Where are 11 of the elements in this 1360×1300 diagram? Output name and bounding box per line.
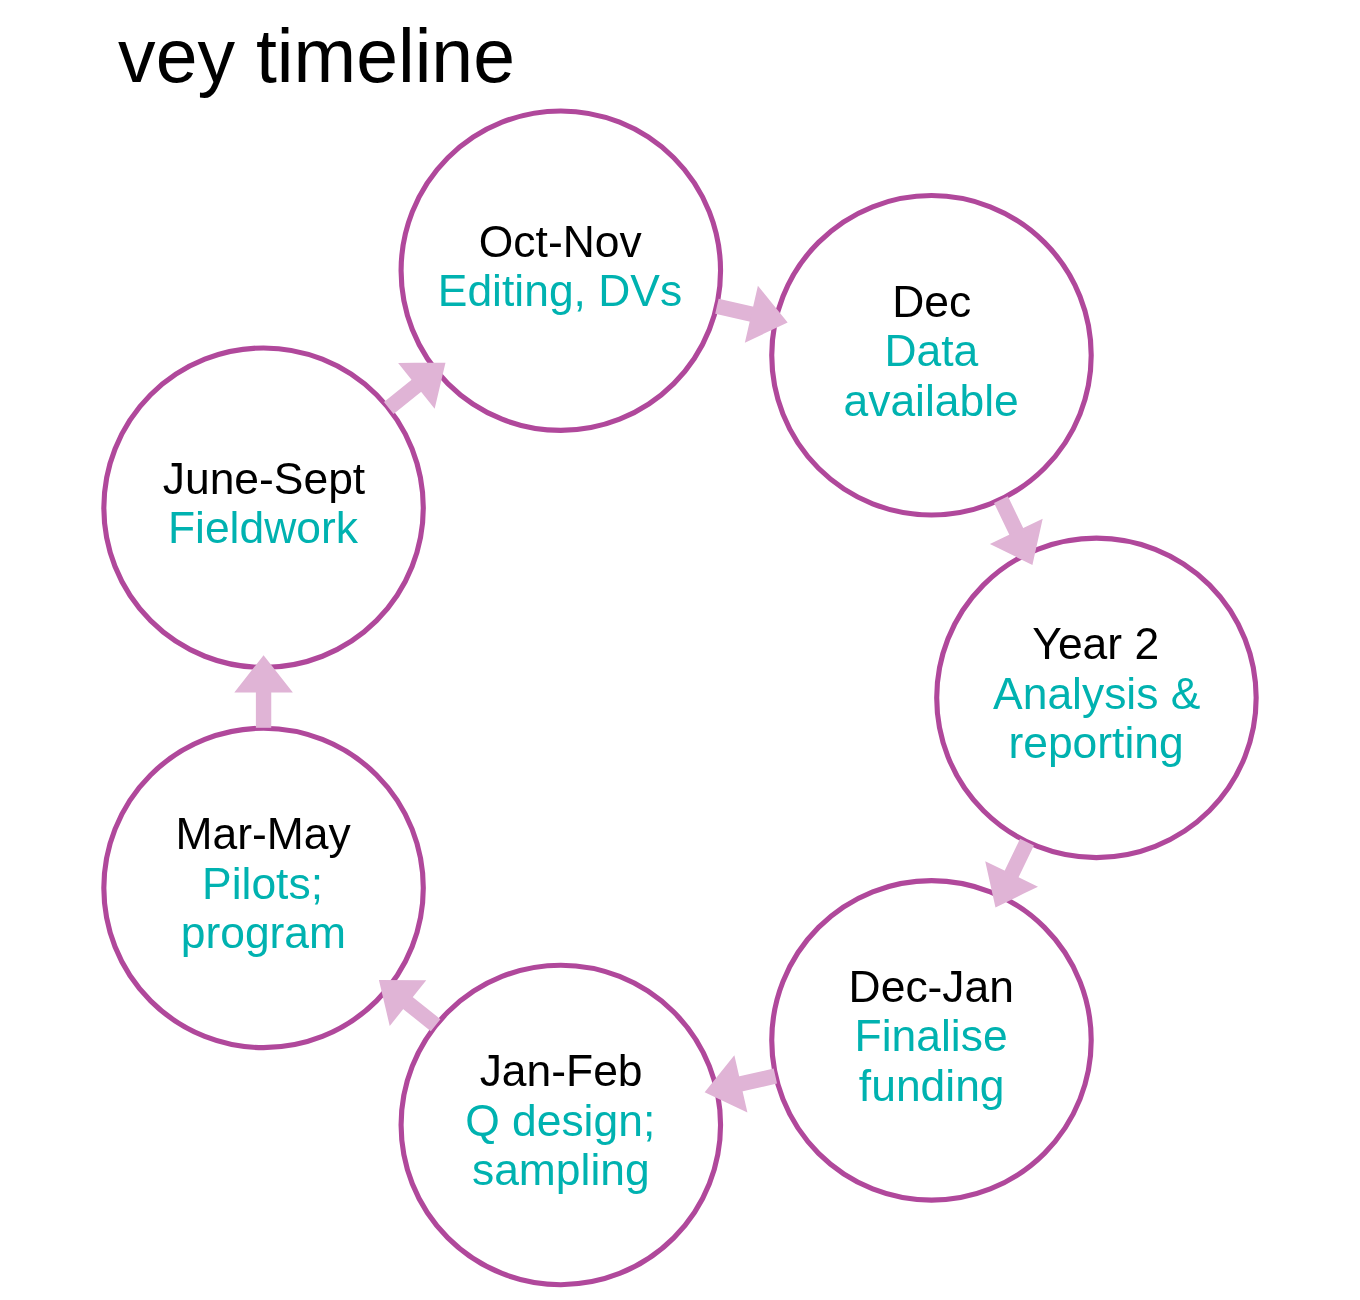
arrow (704, 1055, 778, 1113)
arrow (989, 496, 1043, 565)
node-circle: Year 2 Analysis & reporting (934, 535, 1259, 861)
arrow (234, 655, 293, 728)
arrow (985, 838, 1038, 908)
arrow (715, 285, 788, 343)
arrow (378, 979, 441, 1032)
node-circle: Dec Data available (769, 193, 1094, 518)
arrow (383, 362, 446, 414)
diagram-title: vey timeline (118, 14, 515, 99)
node-circle: Dec-Jan Finalise funding (769, 878, 1094, 1203)
